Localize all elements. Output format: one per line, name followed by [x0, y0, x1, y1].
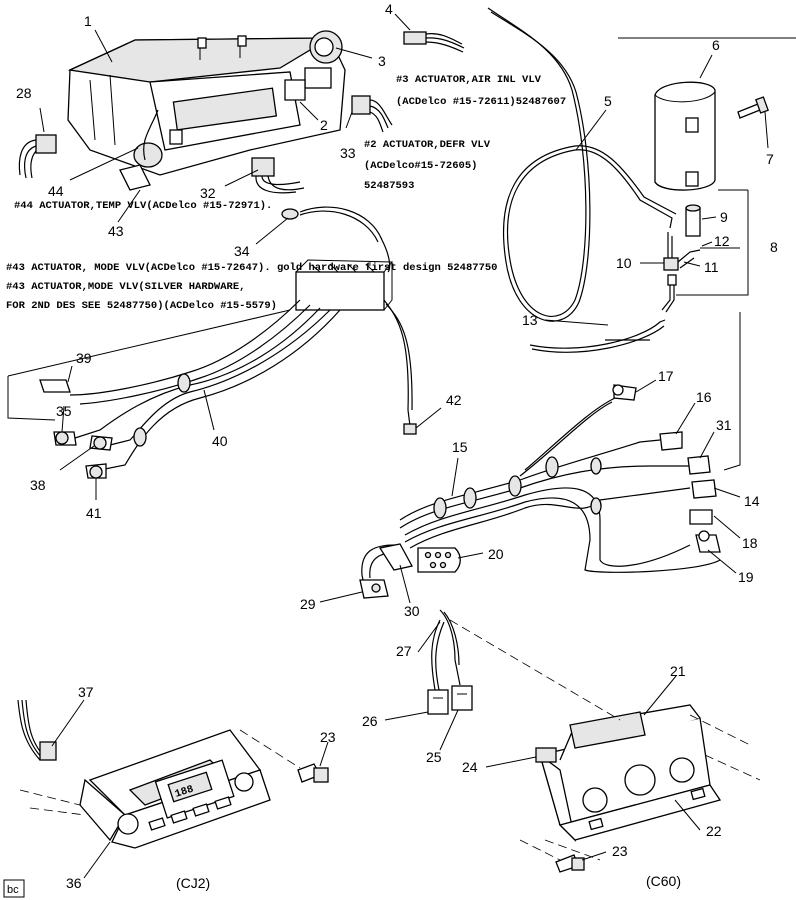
callout-28: 28: [16, 85, 32, 101]
callout-41: 41: [86, 505, 102, 521]
hvac-module: [67, 30, 346, 191]
callout-23-cj2: 23: [320, 729, 336, 745]
callout-20: 20: [488, 546, 504, 562]
callout-24: 24: [462, 759, 478, 775]
note-actuator-mode-second-design: FOR 2ND DES SEE 52487750)(ACDelco #15-55…: [6, 300, 277, 312]
caption-c60: (C60): [646, 873, 681, 889]
callout-43: 43: [108, 223, 124, 239]
callout-31: 31: [716, 417, 732, 433]
callout-19: 19: [738, 569, 754, 585]
callout-16: 16: [696, 389, 712, 405]
note-actuator-air-inlet-part: (ACDelco #15-72611)52487607: [396, 96, 566, 108]
note-actuator-defrost-part: 52487593: [364, 180, 414, 192]
callout-numbers: 1 2 3 4 5 6 7 8 9 10 11 12 13 14 15 16 1…: [16, 1, 778, 891]
pigtail-connectors: [427, 609, 473, 715]
connector-28: [18, 134, 57, 179]
valve-assembly: [661, 189, 749, 313]
callout-27: 27: [396, 643, 412, 659]
callout-38: 38: [30, 477, 46, 493]
callout-2: 2: [320, 117, 328, 133]
callout-44: 44: [48, 183, 64, 199]
callout-34: 34: [234, 243, 250, 259]
callout-14: 14: [744, 493, 760, 509]
callout-21: 21: [670, 663, 686, 679]
callout-26: 26: [362, 713, 378, 729]
note-actuator-mode-silver: #43 ACTUATOR,MODE VLV(SILVER HARDWARE,: [6, 281, 245, 293]
callout-35: 35: [56, 403, 72, 419]
callout-17: 17: [658, 368, 674, 384]
callout-29: 29: [300, 596, 316, 612]
callout-13: 13: [522, 312, 538, 328]
callout-18: 18: [742, 535, 758, 551]
callout-36: 36: [66, 875, 82, 891]
callout-30: 30: [404, 603, 420, 619]
callout-39: 39: [76, 350, 92, 366]
callout-4: 4: [385, 1, 393, 17]
connector-32: [251, 157, 305, 194]
caption-cj2: (CJ2): [176, 875, 210, 891]
callout-40: 40: [212, 433, 228, 449]
callout-12: 12: [714, 233, 730, 249]
callout-15: 15: [452, 439, 468, 455]
corner-label-box: [3, 879, 25, 898]
callout-1: 1: [84, 13, 92, 29]
callout-33: 33: [340, 145, 356, 161]
control-panel-cj2: 188: [17, 699, 329, 849]
leader-lines: [39, 13, 769, 879]
connector-4: [403, 31, 465, 53]
callout-32: 32: [200, 185, 216, 201]
connector-33: [351, 95, 393, 133]
note-actuator-air-inlet: #3 ACTUATOR,AIR INL VLV: [396, 74, 542, 86]
callout-22: 22: [706, 823, 722, 839]
callout-11: 11: [704, 259, 719, 275]
note-actuator-temp: #44 ACTUATOR,TEMP VLV(ACDelco #15-72971)…: [14, 200, 272, 212]
callout-6: 6: [712, 37, 720, 53]
note-actuator-defrost-acdelco: (ACDelco#15-72605): [364, 160, 477, 172]
screw-7: [737, 96, 769, 119]
callout-5: 5: [604, 93, 612, 109]
callout-10: 10: [616, 255, 632, 271]
control-panel-c60: [449, 619, 761, 873]
callout-37: 37: [78, 684, 94, 700]
callout-9: 9: [720, 209, 728, 225]
callout-3: 3: [378, 53, 386, 69]
note-actuator-defrost: #2 ACTUATOR,DEFR VLV: [364, 139, 491, 151]
harness-40: [7, 206, 417, 479]
callout-23-c60: 23: [612, 843, 628, 859]
corner-label: bc: [7, 884, 19, 896]
callout-7: 7: [766, 151, 774, 167]
vacuum-reservoir-6: [618, 37, 796, 191]
harness-15: [359, 312, 741, 599]
callout-25: 25: [426, 749, 442, 765]
vacuum-hoses: [487, 7, 677, 353]
callout-42: 42: [446, 392, 462, 408]
display-readout: 188: [174, 784, 196, 801]
callout-8: 8: [770, 239, 778, 255]
note-actuator-mode-gold: #43 ACTUATOR, MODE VLV(ACDelco #15-72647…: [6, 262, 497, 274]
